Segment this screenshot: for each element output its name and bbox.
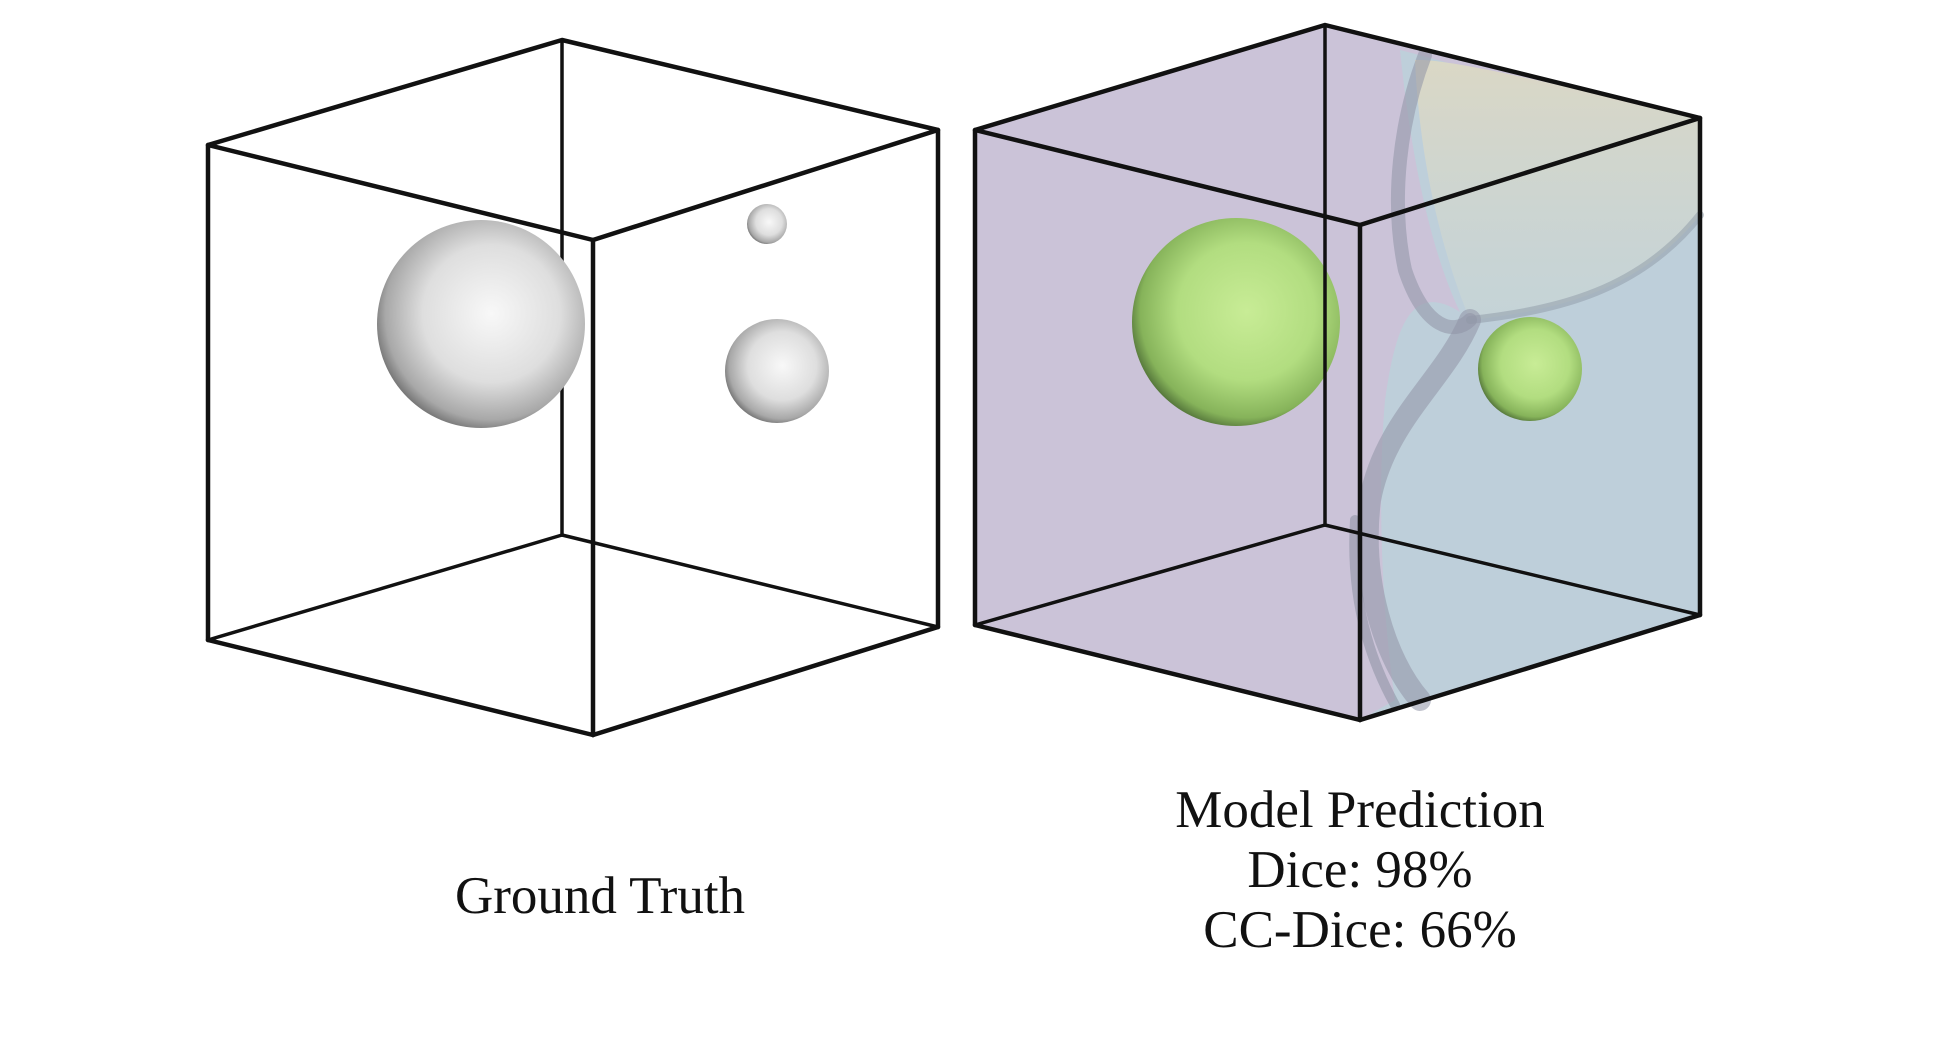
model-prediction-title: Model Prediction xyxy=(1175,781,1545,839)
model-prediction-cube-back-edges xyxy=(973,23,1702,627)
prediction-spheres xyxy=(1132,218,1582,426)
ground-truth-caption-line: Ground Truth xyxy=(454,867,746,925)
ground-truth-caption: Ground Truth xyxy=(350,866,850,926)
model-prediction-cube-front-edges xyxy=(972,22,1703,723)
dice-score: Dice: 98% xyxy=(1247,841,1473,899)
cc-dice-score: CC-Dice: 66% xyxy=(1203,901,1517,959)
prediction-sphere-medium xyxy=(1478,317,1582,421)
model-prediction-caption: Model Prediction Dice: 98% CC-Dice: 66% xyxy=(1060,780,1660,960)
sphere-small xyxy=(747,204,787,244)
sphere-medium xyxy=(725,319,829,423)
ground-truth-spheres xyxy=(377,204,829,428)
model-prediction-cube xyxy=(972,22,1704,723)
prediction-volume-beige xyxy=(1415,59,1700,321)
prediction-sphere-large xyxy=(1132,218,1340,426)
sphere-large xyxy=(377,220,585,428)
prediction-surface-curves xyxy=(1349,48,1704,711)
ground-truth-cube-front-edges xyxy=(205,37,941,738)
ground-truth-cube xyxy=(205,37,941,738)
